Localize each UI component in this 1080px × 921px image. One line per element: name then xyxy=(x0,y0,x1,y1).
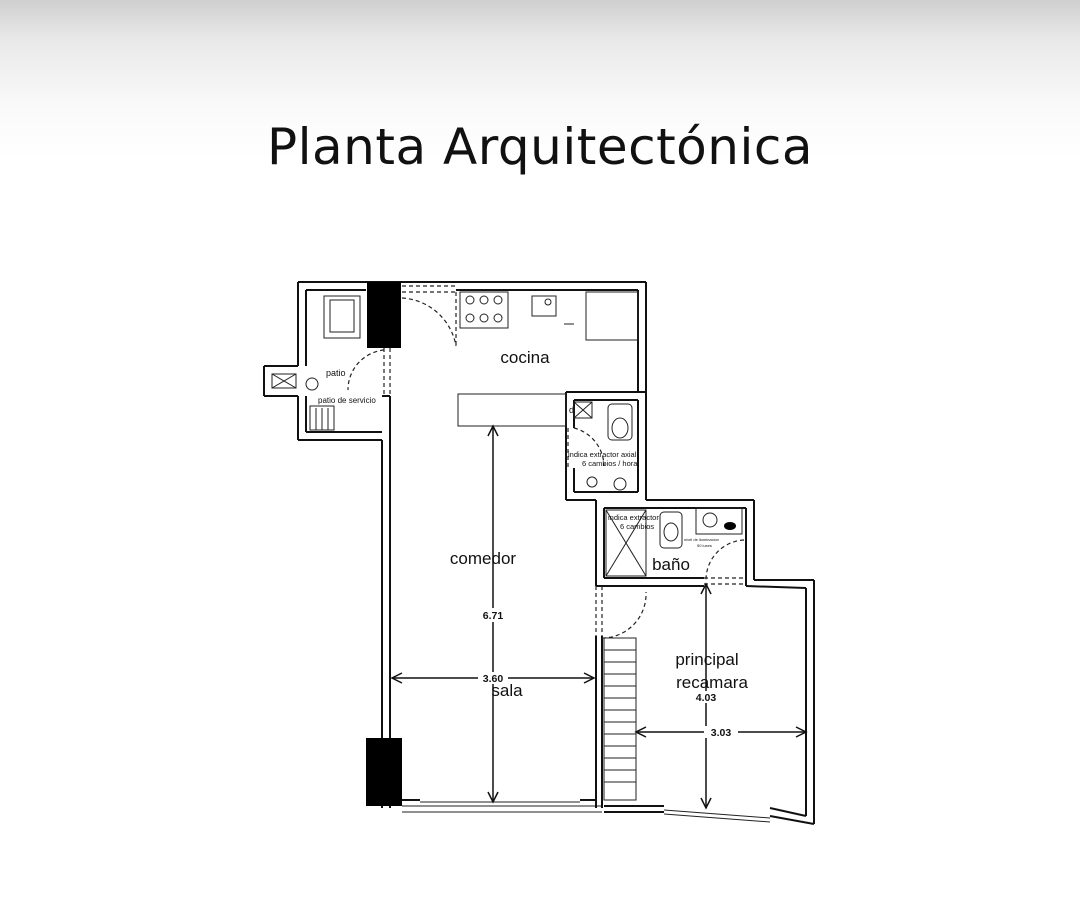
note-extractor-2: 6 cambios xyxy=(620,522,654,531)
page-title: Planta Arquitectónica xyxy=(267,118,813,176)
note-iluminacion-1: nivel de iluminacion xyxy=(684,537,719,542)
label-patio-servicio: patio de servicio xyxy=(318,396,376,405)
bath-fixtures xyxy=(586,403,743,577)
dim-largo-recamara: 4.03 xyxy=(696,692,717,704)
kitchen-fixtures xyxy=(271,291,639,431)
column-bottom xyxy=(366,738,402,806)
note-extractor-axial-1: indica extractor axial, xyxy=(568,450,638,459)
label-patio: patio xyxy=(326,368,346,378)
label-principal: principal xyxy=(675,650,738,669)
label-ducto: d xyxy=(569,405,574,415)
dimension-lines xyxy=(390,424,808,810)
note-extractor-axial-2: 6 cambios / hora. xyxy=(582,459,640,468)
label-bano: baño xyxy=(652,555,690,574)
exterior-walls xyxy=(263,281,815,825)
label-recamara: recamara xyxy=(676,673,748,692)
dim-ancho-recamara: 3.03 xyxy=(711,727,732,739)
note-iluminacion-2: 50 luxes xyxy=(697,543,712,548)
dim-largo-sala: 6.71 xyxy=(483,610,504,622)
dim-ancho-sala: 3.60 xyxy=(483,673,504,685)
note-extractor-1: indica extractor xyxy=(608,513,659,522)
doors xyxy=(347,285,745,639)
interior-walls xyxy=(383,348,807,800)
label-cocina: cocina xyxy=(500,348,550,367)
closet-hatch xyxy=(603,637,637,801)
label-sala: sala xyxy=(491,681,523,700)
column-top xyxy=(367,282,401,348)
label-comedor: comedor xyxy=(450,549,516,568)
